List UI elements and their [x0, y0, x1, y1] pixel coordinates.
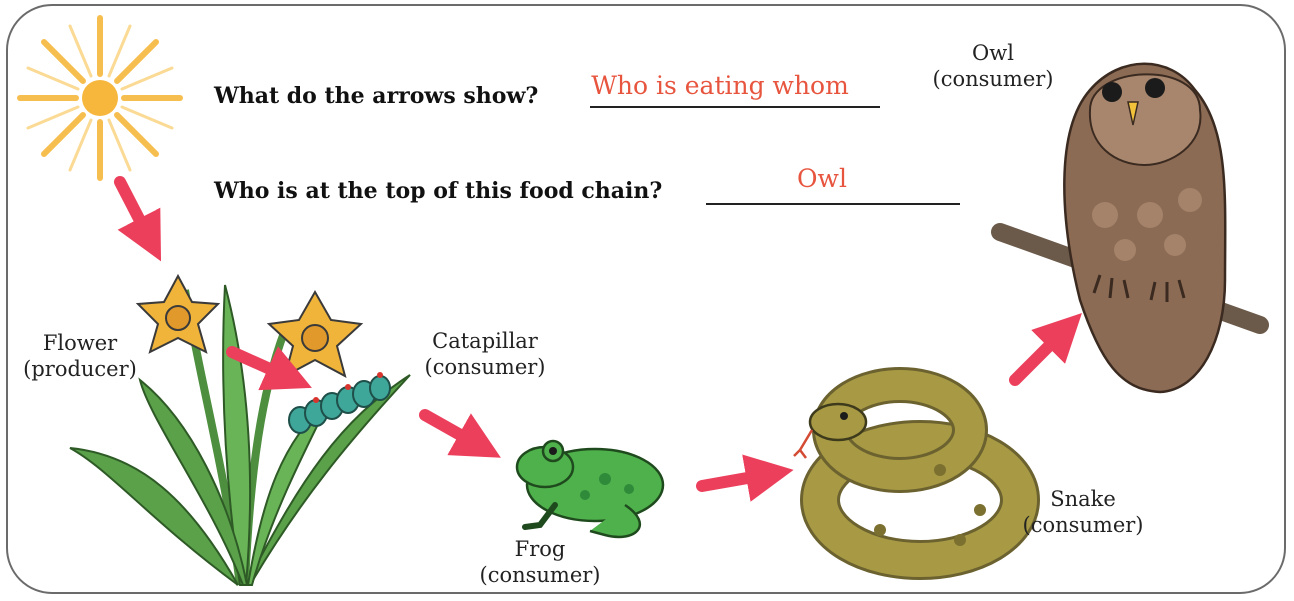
- frog-icon: [517, 441, 663, 537]
- answer-arrows: Who is eating whom: [590, 71, 850, 100]
- organism-name: Catapillar: [415, 328, 555, 354]
- owl-icon: [1000, 64, 1260, 392]
- organism-name: Owl: [918, 40, 1068, 66]
- organism-name: Frog: [470, 536, 610, 562]
- label-flower: Flower (producer): [10, 330, 150, 382]
- organism-name: Snake: [1008, 486, 1158, 512]
- arrow-snake-to-owl: [1015, 330, 1065, 380]
- snake-icon: [794, 385, 1020, 560]
- question-top-of-chain: Who is at the top of this food chain?: [214, 178, 662, 204]
- label-caterpillar: Catapillar (consumer): [415, 328, 555, 380]
- daffodil-flower-icon: [269, 292, 361, 376]
- organism-role: (consumer): [415, 354, 555, 380]
- organism-role: (consumer): [470, 562, 610, 588]
- organism-role: (consumer): [918, 66, 1068, 92]
- label-owl: Owl (consumer): [918, 40, 1068, 92]
- arrow-caterpillar-to-frog: [425, 415, 480, 446]
- sun-icon: [20, 18, 180, 178]
- organism-role: (producer): [10, 356, 150, 382]
- label-snake: Snake (consumer): [1008, 486, 1158, 538]
- answer-line: [706, 203, 960, 205]
- daffodil-plant-icon: [70, 276, 410, 585]
- organism-role: (consumer): [1008, 512, 1158, 538]
- answer-line: [590, 106, 880, 108]
- label-frog: Frog (consumer): [470, 536, 610, 588]
- question-arrows: What do the arrows show?: [214, 83, 538, 109]
- organism-name: Flower: [10, 330, 150, 356]
- daffodil-flower-icon: [138, 276, 218, 352]
- answer-top-of-chain: Owl: [772, 164, 872, 193]
- arrow-sun-to-flower: [120, 182, 150, 240]
- arrow-frog-to-snake: [702, 474, 770, 486]
